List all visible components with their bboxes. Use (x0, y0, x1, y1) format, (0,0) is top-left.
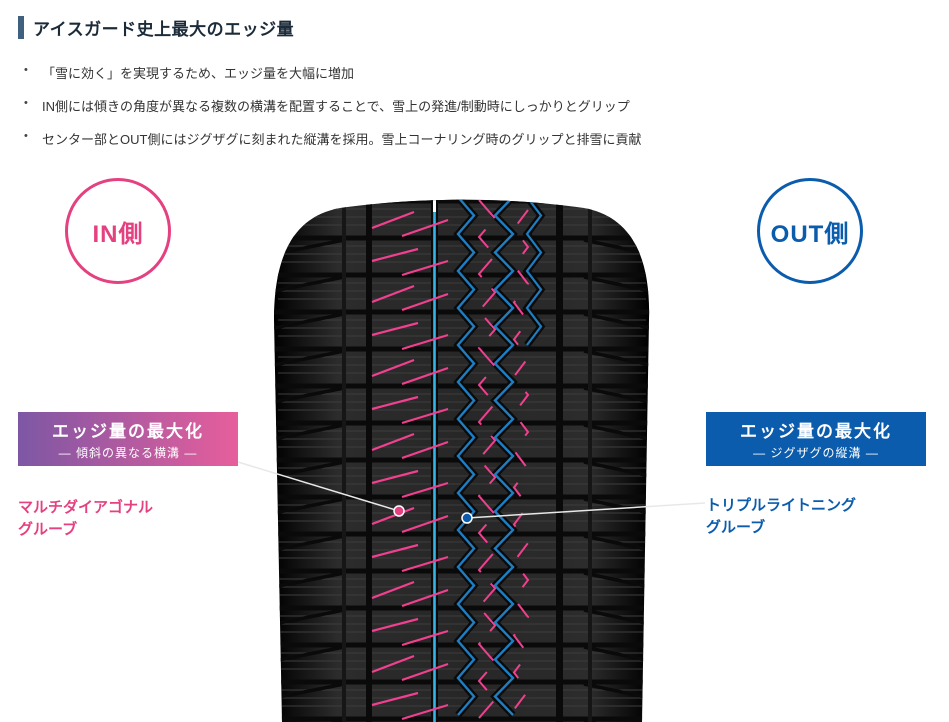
groove-highlights (371, 199, 543, 722)
bullet-item: 「雪に効く」を実現するため、エッジ量を大幅に増加 (22, 63, 902, 82)
left-callout-title: エッジ量の最大化 (52, 422, 204, 441)
multi-diagonal-groove-label: マルチダイアゴナル グルーブ (18, 497, 153, 541)
bullet-item: センター部とOUT側にはジグザグに刻まれた縦溝を採用。雪上コーナリング時のグリッ… (22, 129, 902, 148)
right-callout-subtitle: ― ジグザグの縦溝 ― (753, 446, 879, 460)
left-marker-dot (393, 505, 405, 517)
triple-lightning-groove-label: トリプルライトニング グルーブ (706, 495, 856, 539)
page-title: アイスガード史上最大のエッジ量 (33, 20, 295, 39)
right-callout-box: エッジ量の最大化 ― ジグザグの縦溝 ― (706, 412, 926, 466)
caption-line: グルーブ (706, 518, 766, 536)
bullet-list: 「雪に効く」を実現するため、エッジ量を大幅に増加 IN側には傾きの角度が異なる複… (22, 63, 902, 162)
right-leader-line (466, 502, 706, 519)
in-side-badge: IN側 (65, 178, 171, 284)
title-accent-bar (18, 16, 24, 39)
caption-line: グルーブ (18, 520, 78, 538)
leader-annotations (237, 461, 706, 524)
in-side-label: IN側 (92, 220, 144, 248)
header: アイスガード史上最大のエッジ量 (18, 15, 294, 40)
out-side-badge: OUT側 (757, 178, 863, 284)
left-callout-subtitle: ― 傾斜の異なる横溝 ― (58, 446, 198, 460)
right-marker-dot (461, 512, 473, 524)
left-leader-line (237, 461, 400, 512)
left-callout-box: エッジ量の最大化 ― 傾斜の異なる横溝 ― (18, 412, 238, 466)
bullet-item: IN側には傾きの角度が異なる複数の横溝を配置することで、雪上の発進/制動時にしっ… (22, 96, 902, 115)
right-callout-title: エッジ量の最大化 (740, 422, 892, 441)
caption-line: マルチダイアゴナル (18, 499, 154, 516)
out-side-label: OUT側 (770, 220, 850, 248)
caption-line: トリプルライトニング (706, 497, 857, 514)
